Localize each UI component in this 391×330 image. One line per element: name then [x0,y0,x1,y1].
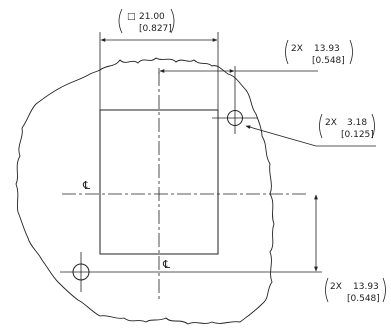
dim-hole-alt: [0.125] [341,130,374,140]
leader-hole-diameter [245,125,317,147]
dim-top-offset-value: 13.93 [314,44,340,54]
dim-top-offset-alt: [0.548] [312,56,345,66]
dim-hole-value: 3.18 [347,118,367,128]
dim-top-offset-prefix: 2X [291,44,303,54]
break-outline [15,57,275,325]
bracket-square-right [170,8,175,34]
bracket-top-offset-left [285,39,289,65]
bracket-hole-right [371,113,375,139]
bracket-hole-left [319,113,323,139]
bracket-square-left [118,8,123,34]
dim-square-symbol: □ [127,12,136,22]
dim-vertical-prefix: 2X [330,282,342,292]
dim-square-alt: [0.827] [139,24,172,34]
centerline-symbol-left: ℄ [82,179,90,192]
dim-square-value: 21.00 [139,12,165,22]
dim-hole-prefix: 2X [325,118,337,128]
centerline-symbol-bottom: ℄ [162,258,170,271]
bracket-vertical-left [325,277,329,303]
dim-vertical-alt: [0.548] [347,294,380,304]
bracket-top-offset-right [349,39,353,65]
dim-vertical-value: 13.93 [353,282,379,292]
square-outline [99,109,219,255]
bracket-vertical-right [382,277,386,303]
